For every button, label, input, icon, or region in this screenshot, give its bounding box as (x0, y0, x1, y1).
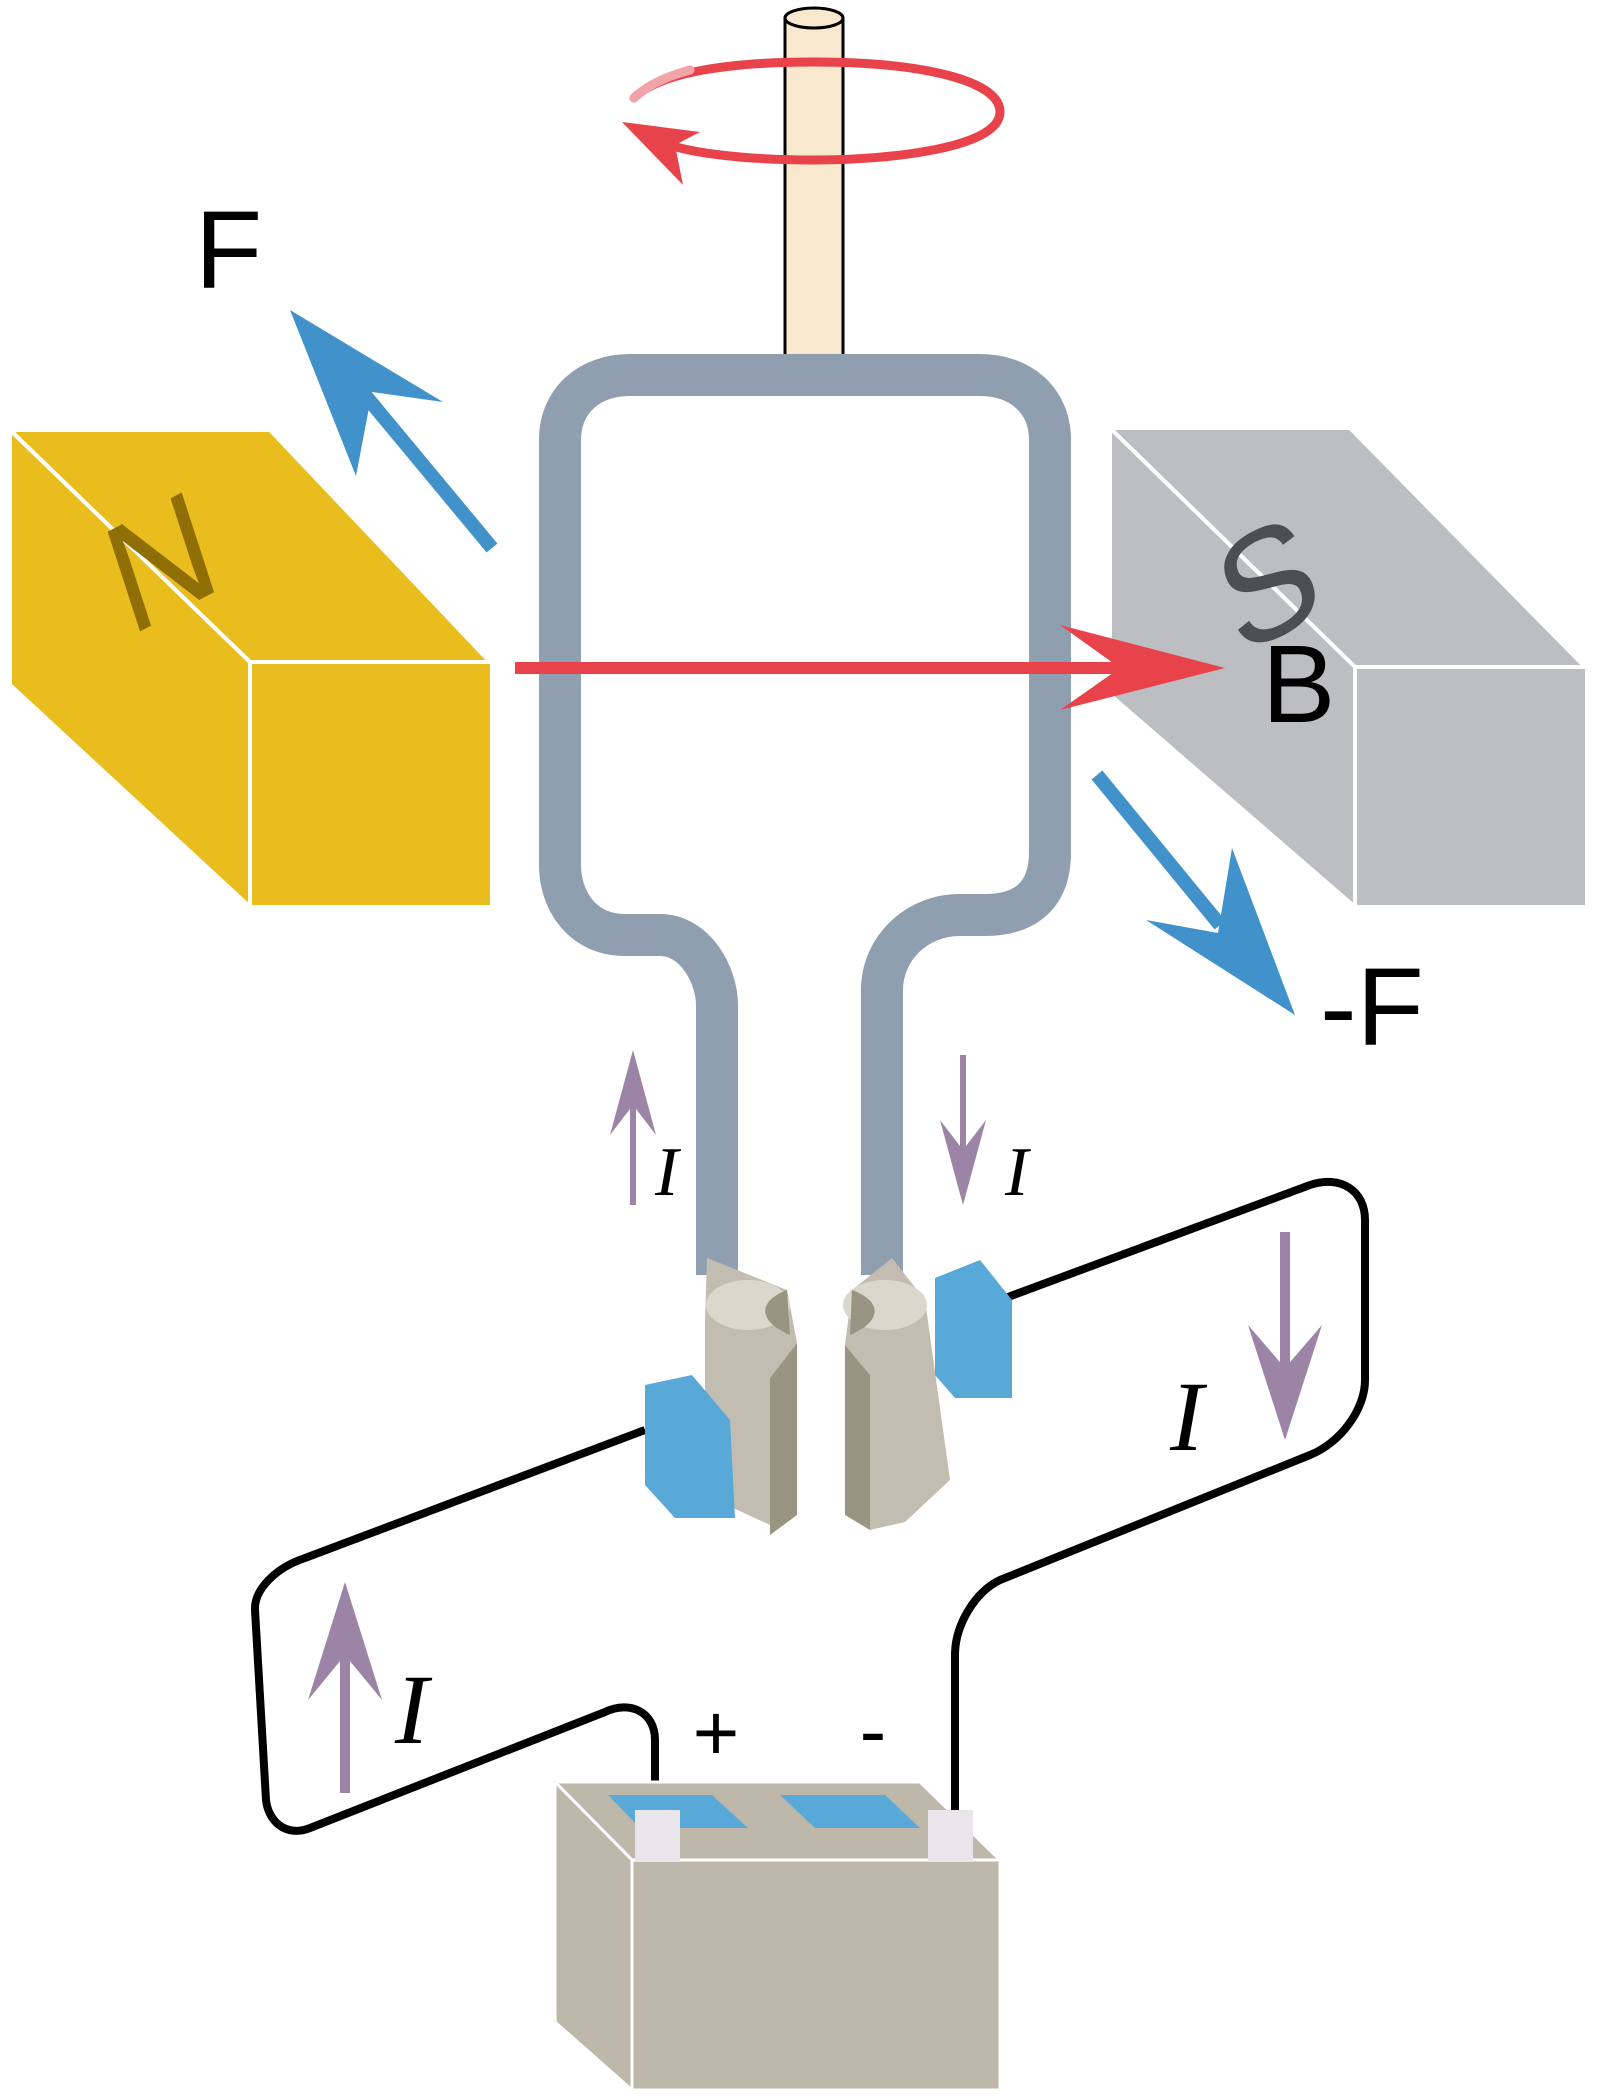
shaft (783, 6, 845, 362)
current-arrow-down (940, 1055, 986, 1205)
neg-force-label: -F (1320, 946, 1424, 1069)
current-label-wire-right: I (1169, 1361, 1208, 1472)
south-magnet: S (1105, 423, 1590, 912)
battery-icon (551, 1778, 1004, 2094)
negative-terminal (928, 1810, 973, 1862)
field-arrow (515, 625, 1225, 710)
current-arrow-wire-left (308, 1582, 382, 1793)
field-label: B (1262, 623, 1335, 746)
commutator (705, 1258, 950, 1535)
force-arrow (290, 310, 498, 553)
neg-force-arrow (1091, 770, 1295, 1015)
minus-label: - (860, 1686, 887, 1775)
brush-left (645, 1375, 735, 1518)
circuit-wire (251, 1177, 1369, 1835)
current-arrow-up (610, 1050, 656, 1205)
plus-label: + (693, 1688, 740, 1777)
current-label-right: I (1004, 1134, 1032, 1211)
current-arrow-wire-right (1248, 1232, 1322, 1440)
armature-loop (539, 354, 1071, 1275)
north-magnet: N (5, 425, 495, 912)
brush-right (935, 1260, 1012, 1398)
force-label: F (195, 189, 262, 312)
current-label-left: I (654, 1134, 682, 1211)
positive-terminal (635, 1810, 680, 1862)
rotation-arrow-icon (622, 57, 1005, 185)
current-label-wire-left: I (394, 1654, 433, 1765)
